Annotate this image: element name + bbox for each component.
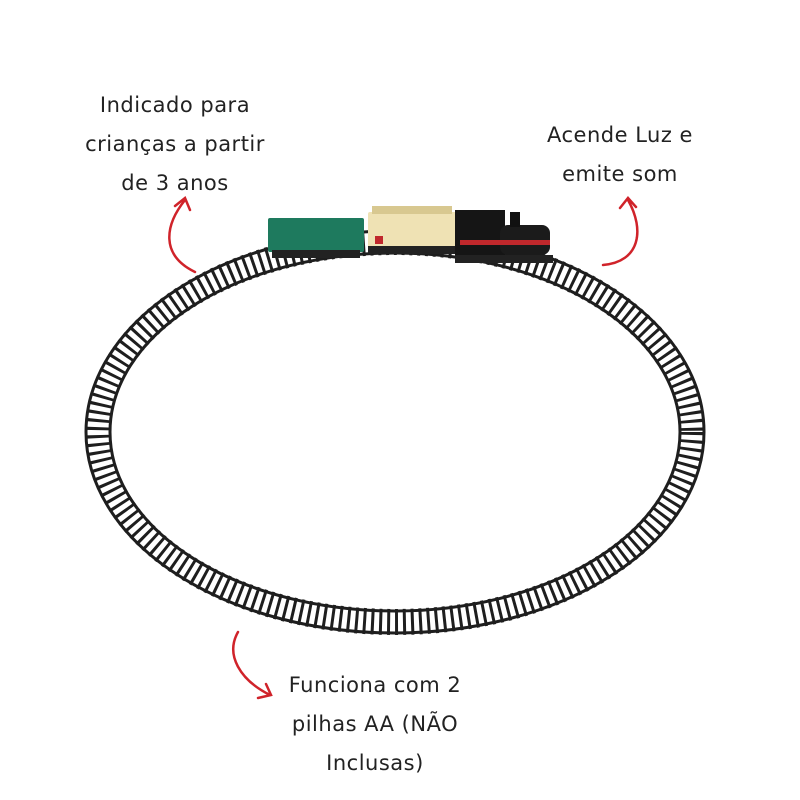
battery-caption-line: Inclusas) — [326, 751, 424, 775]
age-caption: Indicado para crianças a partir de 3 ano… — [60, 86, 290, 203]
arrow-to-battery-caption — [232, 630, 273, 700]
arrows — [168, 195, 639, 700]
battery-caption-line: Funciona com 2 — [288, 673, 462, 697]
black-locomotive — [455, 210, 553, 263]
light-caption-line: emite som — [562, 162, 678, 186]
age-caption-line: Indicado para — [99, 93, 251, 117]
battery-caption: Funciona com 2 pilhas AA (NÃO Inclusas) — [265, 666, 485, 783]
arrow-to-light-caption — [601, 196, 639, 267]
cream-passenger-car — [368, 206, 456, 254]
arrow-to-age-caption — [168, 195, 197, 274]
oval-track — [84, 229, 706, 635]
green-freight-car — [268, 218, 364, 258]
battery-caption-line: pilhas AA (NÃO — [291, 712, 459, 736]
age-caption-line: de 3 anos — [121, 171, 229, 195]
age-caption-line: crianças a partir — [85, 132, 265, 156]
light-caption-line: Acende Luz e — [547, 123, 693, 147]
light-caption: Acende Luz e emite som — [520, 116, 720, 194]
